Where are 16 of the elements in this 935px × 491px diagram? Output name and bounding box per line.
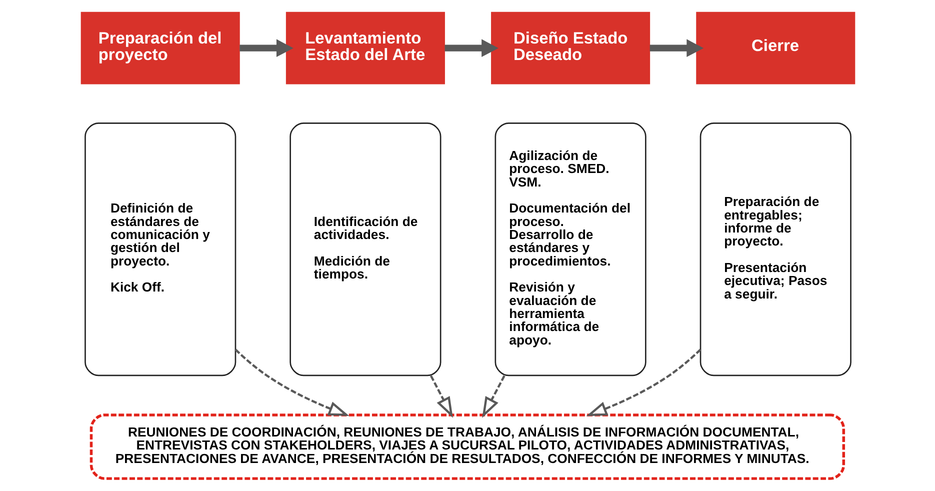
node-box: Levantamiento Estado del Arte [285, 12, 444, 84]
node-box: Diseño Estado Deseado [490, 12, 650, 84]
node-box: Identificación de actividades. Medición de tiempos. [289, 122, 441, 376]
node-box: Preparación del proyecto [80, 12, 240, 84]
arrow [239, 39, 293, 57]
arrow [234, 348, 349, 416]
node-box: Cierre [696, 12, 855, 84]
arrow [586, 348, 701, 416]
node-box: Definición de estándares de comunicación y gestión del proyecto. Kick Off. [84, 122, 236, 376]
node-box: Preparación de entregables; informe de proyecto. Presentación ejecutiva; Pasos a seguir. [699, 122, 851, 376]
arrow [649, 39, 704, 57]
arrow [482, 375, 505, 418]
node-box: Agilización de proceso. SMED. VSM. Documentación del proceso. Desarrollo de estándares y procedimientos. Revisión y evaluación de herramienta informática de apoyo. [494, 122, 646, 376]
node-box: REUNIONES DE COORDINACIÓN, REUNIONES DE TRABAJO, ANÁLISIS DE INFORMACIÓN DOCUMENTAL, ENTREVISTAS CON STAKEHOLDERS, VIAJES A SUCURSAL PILOTO, ACTIVIDADES ADMINISTRATIVAS, PRESENTACIONES DE AVANCE, PRESENTACIÓN DE RESULTADOS, CONFECCIÓN DE INFORMES Y MINUTAS. [89, 414, 845, 480]
arrow [444, 39, 498, 57]
arrow [429, 375, 452, 418]
